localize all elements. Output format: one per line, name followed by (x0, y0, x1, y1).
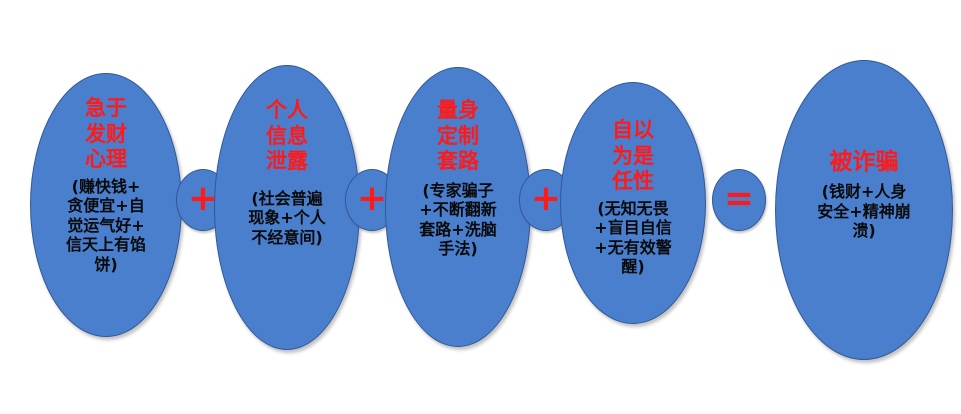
cause-oval-greed (30, 73, 182, 337)
cause-desc-greed: (赚快钱+ 贪便宜+自 觉运气好+ 信天上有馅 饼) (65, 176, 146, 274)
cause-oval-info-leak (214, 65, 360, 350)
cause-text-greed: 急于 发财 心理 (赚快钱+ 贪便宜+自 觉运气好+ 信天上有馅 饼) (34, 96, 178, 274)
cause-text-overconfidence: 自以 为是 任性 (无知无畏 +盲目自信 +无有效警 醒) (564, 118, 702, 277)
cause-desc-overconfidence: (无知无畏 +盲目自信 +无有效警 醒) (594, 198, 672, 277)
cause-title-overconfidence: 自以 为是 任性 (612, 118, 654, 194)
equals-circle: = (712, 169, 766, 231)
plus-symbol-1: + (187, 178, 219, 219)
plus-symbol-3: + (530, 178, 562, 219)
cause-desc-info-leak: (社会普遍 现象+个人 不经意间) (248, 188, 326, 247)
cause-desc-custom-scam: (专家骗子 +不断翻新 套路+洗脑 手法) (419, 180, 497, 259)
cause-title-greed: 急于 发财 心理 (85, 96, 127, 172)
cause-oval-overconfidence (560, 82, 706, 324)
cause-oval-custom-scam (385, 67, 531, 347)
equals-symbol: = (723, 178, 755, 219)
result-text-defrauded: 被诈骗 (钱财+人身 安全+精神崩 溃) (779, 148, 949, 241)
cause-text-custom-scam: 量身 定制 套路 (专家骗子 +不断翻新 套路+洗脑 手法) (389, 98, 527, 259)
cause-title-custom-scam: 量身 定制 套路 (437, 98, 479, 174)
result-desc-defrauded: (钱财+人身 安全+精神崩 溃) (817, 182, 911, 241)
cause-title-info-leak: 个人 信息 泄露 (266, 98, 308, 174)
plus-symbol-2: + (356, 178, 388, 219)
cause-text-info-leak: 个人 信息 泄露 (社会普遍 现象+个人 不经意间) (218, 98, 356, 247)
result-title-defrauded: 被诈骗 (829, 149, 899, 175)
result-oval-defrauded (775, 60, 953, 360)
